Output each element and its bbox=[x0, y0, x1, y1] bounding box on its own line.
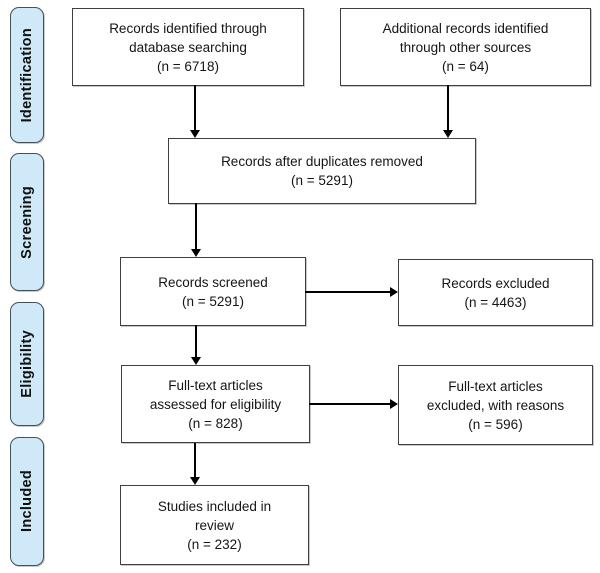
stage-included: Included bbox=[10, 437, 44, 566]
box-records-after-duplicates: Records after duplicates removed (n = 52… bbox=[168, 138, 476, 204]
box-studies-included: Studies included in review (n = 232) bbox=[120, 485, 309, 565]
stage-eligibility-label: Eligibility bbox=[19, 330, 35, 398]
arrow-screened-to-fulltext-head-icon bbox=[191, 357, 201, 365]
arrow-screened-to-fulltext-line bbox=[195, 325, 197, 359]
stage-screening: Screening bbox=[10, 153, 44, 291]
arrow-fulltext-to-included-line bbox=[194, 443, 196, 479]
box-fulltext-assessed: Full-text articles assessed for eligibil… bbox=[121, 365, 310, 443]
stage-identification-label: Identification bbox=[19, 27, 35, 123]
arrow-db-to-duplicates-head-icon bbox=[190, 130, 200, 138]
box-studies-included-text: Studies included in review (n = 232) bbox=[157, 498, 272, 552]
box-additional-records-other: Additional records identified through ot… bbox=[340, 8, 591, 86]
arrow-screened-to-excluded-head-icon bbox=[390, 287, 398, 297]
stage-screening-label: Screening bbox=[19, 185, 35, 259]
box-fulltext-excluded-text: Full-text articles excluded, with reason… bbox=[426, 378, 565, 432]
box-additional-records-other-text: Additional records identified through ot… bbox=[382, 20, 549, 74]
stage-identification: Identification bbox=[10, 7, 44, 143]
arrow-fulltext-to-excluded-line bbox=[309, 403, 391, 405]
stage-included-label: Included bbox=[19, 470, 35, 533]
box-fulltext-assessed-text: Full-text articles assessed for eligibil… bbox=[149, 377, 282, 431]
arrow-fulltext-to-excluded-head-icon bbox=[390, 399, 398, 409]
box-records-excluded-text: Records excluded (n = 4463) bbox=[441, 275, 550, 310]
box-records-after-duplicates-text: Records after duplicates removed (n = 52… bbox=[221, 154, 423, 188]
box-records-excluded: Records excluded (n = 4463) bbox=[398, 259, 593, 326]
arrow-fulltext-to-included-head-icon bbox=[190, 477, 200, 485]
arrow-duplicates-to-screened-head-icon bbox=[191, 249, 201, 257]
arrow-screened-to-excluded-line bbox=[305, 291, 391, 293]
stage-eligibility: Eligibility bbox=[10, 302, 44, 426]
arrow-duplicates-to-screened-line bbox=[195, 203, 197, 250]
box-records-identified-db-text: Records identified through database sear… bbox=[109, 20, 267, 74]
box-records-identified-db: Records identified through database sear… bbox=[72, 8, 304, 86]
arrow-other-to-duplicates-line bbox=[447, 85, 449, 131]
box-records-screened-text: Records screened (n = 5291) bbox=[158, 274, 268, 309]
arrow-db-to-duplicates-line bbox=[194, 85, 196, 131]
box-fulltext-excluded: Full-text articles excluded, with reason… bbox=[398, 365, 593, 445]
arrow-other-to-duplicates-head-icon bbox=[443, 130, 453, 138]
box-records-screened: Records screened (n = 5291) bbox=[120, 257, 306, 326]
